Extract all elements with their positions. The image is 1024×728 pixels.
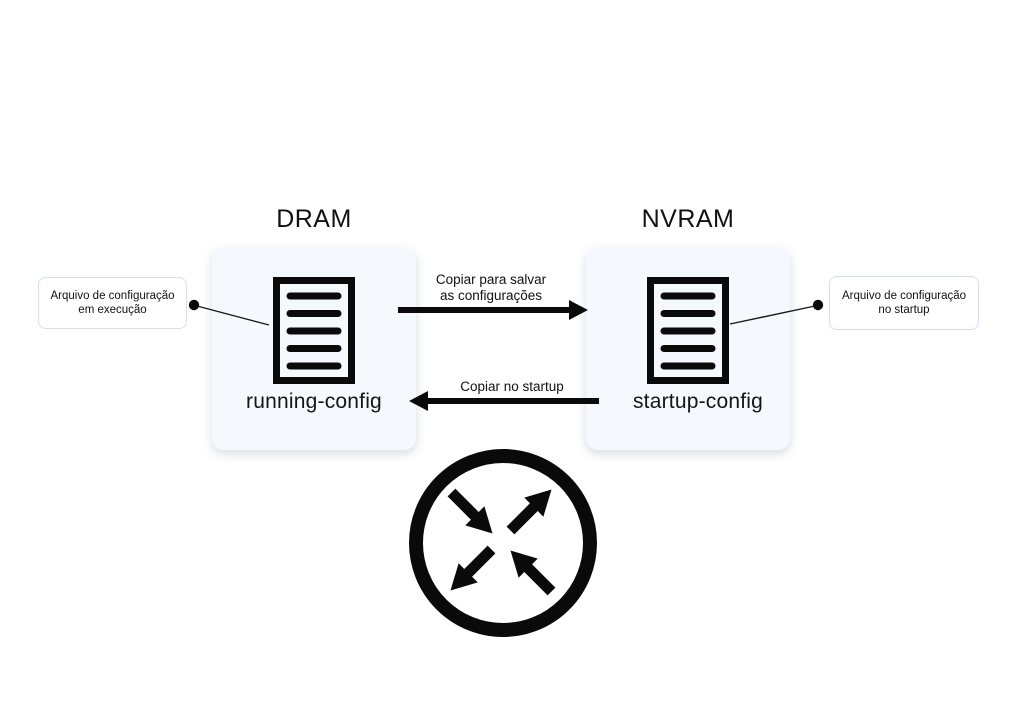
callout-text: no startup: [878, 304, 930, 316]
copy-save-line2: as configurações: [439, 287, 543, 303]
nvram-box: startup-config: [586, 247, 790, 450]
dram-box: running-config: [212, 247, 416, 450]
config-file-icon: [273, 277, 355, 384]
startup-config-label: startup-config: [632, 390, 764, 413]
running-config-callout: Arquivo de configuração em execução: [38, 277, 187, 329]
copy-save-arrow-label: Copiar para salvar as configurações: [396, 272, 586, 303]
callout-text: em execução: [78, 304, 147, 316]
copy-save-line1: Copiar para salvar: [435, 272, 547, 287]
nvram-title: NVRAM: [641, 205, 735, 233]
router-icon: [409, 449, 597, 637]
dram-title: DRAM: [276, 205, 352, 233]
copy-save-arrow: [398, 300, 588, 320]
callout-text: Arquivo de configuração: [50, 290, 175, 302]
config-file-icon: [647, 277, 729, 384]
callout-text: Arquivo de configuração: [841, 290, 967, 302]
copy-startup-arrow-label: Copiar no startup: [460, 379, 564, 394]
running-config-label: running-config: [246, 390, 382, 413]
startup-config-callout: Arquivo de configuração no startup: [829, 276, 979, 330]
